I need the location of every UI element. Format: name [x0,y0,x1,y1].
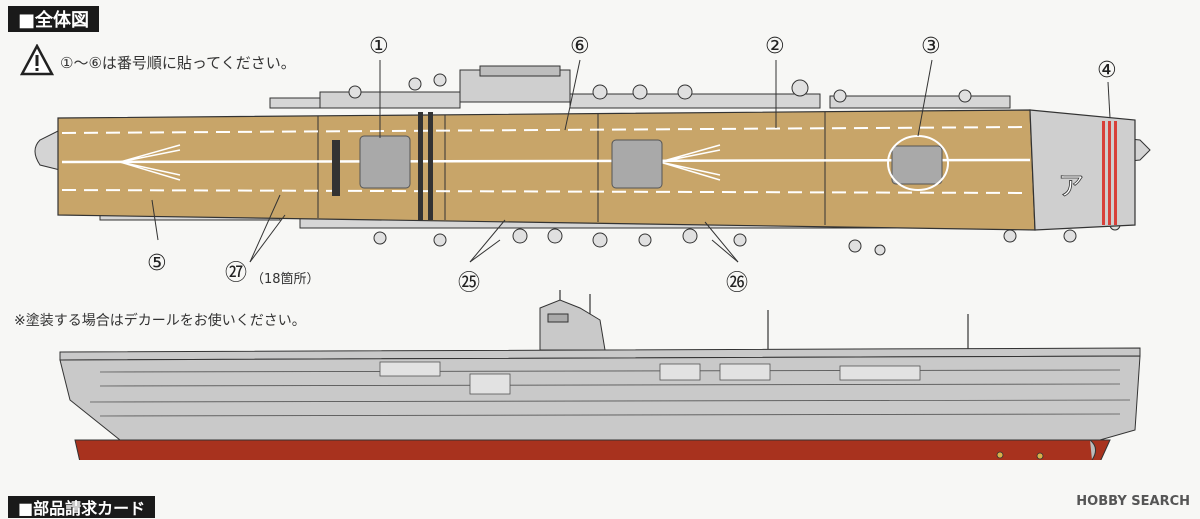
warning-icon [19,43,55,76]
deck-symbol: ア [1058,172,1084,202]
callout-5: ⑤ [147,251,167,276]
side-view-diagram [59,290,1141,460]
footer-header: ■部品請求カード [8,496,156,518]
section-header: ■全体図 [8,6,100,32]
callout-26: ㉖ [726,271,749,296]
watermark-logo-icon: HOBBY SEARCH [1076,494,1190,509]
callout-25: ㉕ [458,271,481,296]
callout-27: ㉗ [225,261,248,286]
propellers [996,451,1044,460]
deck-grey-end [1029,109,1136,231]
callout-3: ③ [921,34,941,59]
callout-1: ① [369,34,389,59]
upper-hull [59,355,1141,441]
paint-note: ※塗装する場合はデカールをお使いください。 [14,313,306,329]
callout-27-count: （18箇所） [251,272,320,287]
callout-4: ④ [1097,58,1117,83]
callout-2: ② [765,34,785,59]
deck-stripes [1102,121,1117,225]
assembly-order-note: ①～⑥は番号順に貼ってください。 [60,54,296,72]
callout-6: ⑥ [570,34,590,59]
lower-hull [74,439,1111,460]
top-view-diagram: ア [34,59,1151,263]
footer: ■部品請求カード [0,490,1200,518]
elevators [359,135,943,189]
island [539,299,606,351]
